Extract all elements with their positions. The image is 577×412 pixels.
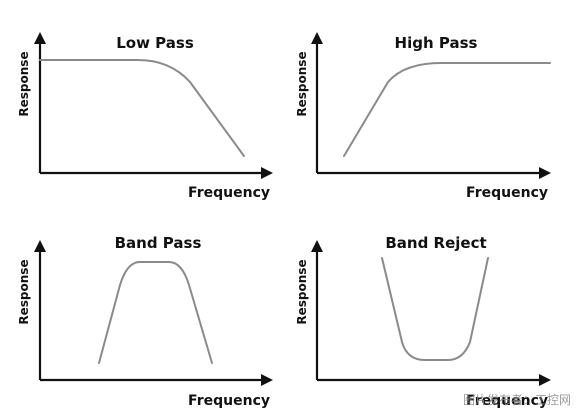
y-axis-arrow-low-pass: [34, 32, 46, 44]
panel-title-low-pass: Low Pass: [116, 34, 194, 52]
panel-title-high-pass: High Pass: [395, 34, 478, 52]
panel-band-reject: Band Reject Response Frequency: [295, 234, 551, 409]
x-axis-arrow-high-pass: [539, 167, 551, 179]
x-axis-arrow-band-pass: [261, 374, 273, 386]
x-axis-label-band-pass: Frequency: [188, 393, 270, 409]
x-axis-arrow-low-pass: [261, 167, 273, 179]
watermark-text: 图片发布者：工控网: [463, 392, 571, 407]
x-axis-label-band-reject: Frequency: [466, 393, 548, 409]
panel-title-band-reject: Band Reject: [385, 234, 486, 252]
x-axis-label-low-pass: Frequency: [188, 185, 270, 201]
y-axis-label-band-reject: Response: [295, 259, 309, 324]
x-axis-label-high-pass: Frequency: [466, 185, 548, 201]
band-pass-response-curve: [98, 261, 213, 364]
panel-title-band-pass: Band Pass: [115, 234, 202, 252]
y-axis-arrow-band-pass: [34, 240, 46, 252]
y-axis-arrow-high-pass: [311, 32, 323, 44]
panel-low-pass: Low Pass Response Frequency: [17, 32, 273, 201]
y-axis-arrow-band-reject: [311, 240, 323, 252]
y-axis-label-band-pass: Response: [17, 259, 31, 324]
panel-band-pass: Band Pass Response Frequency: [17, 234, 273, 409]
x-axis-arrow-band-reject: [539, 374, 551, 386]
high-pass-response-curve: [343, 61, 551, 157]
y-axis-label-low-pass: Response: [17, 51, 31, 116]
band-reject-response-curve: [381, 257, 489, 361]
y-axis-label-high-pass: Response: [295, 51, 309, 116]
panel-high-pass: High Pass Response Frequency: [295, 32, 551, 201]
low-pass-response-curve: [39, 59, 245, 157]
